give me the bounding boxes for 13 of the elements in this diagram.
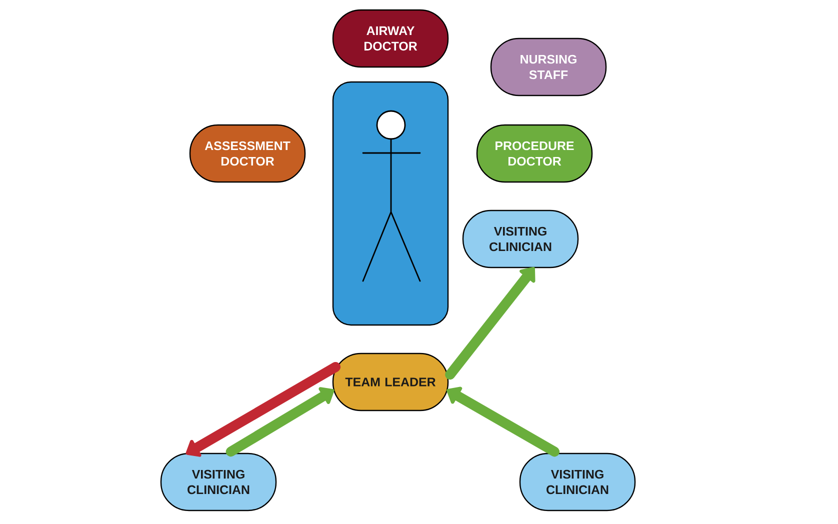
role-box: TEAM LEADER	[332, 352, 449, 412]
role-box: NURSING STAFF	[490, 38, 607, 96]
role-box: ASSESSMENT DOCTOR	[189, 124, 306, 183]
arrow	[446, 386, 560, 457]
role-box: VISITING CLINICIAN	[519, 452, 636, 512]
role-box: VISITING CLINICIAN	[462, 210, 579, 268]
role-box: PROCEDURE DOCTOR	[476, 124, 593, 183]
arrow	[186, 362, 341, 457]
arrow	[226, 387, 334, 457]
role-box: VISITING CLINICIAN	[160, 452, 277, 512]
arrow	[445, 266, 536, 380]
patient-bed	[332, 81, 449, 326]
role-box: AIRWAY DOCTOR	[332, 9, 449, 68]
